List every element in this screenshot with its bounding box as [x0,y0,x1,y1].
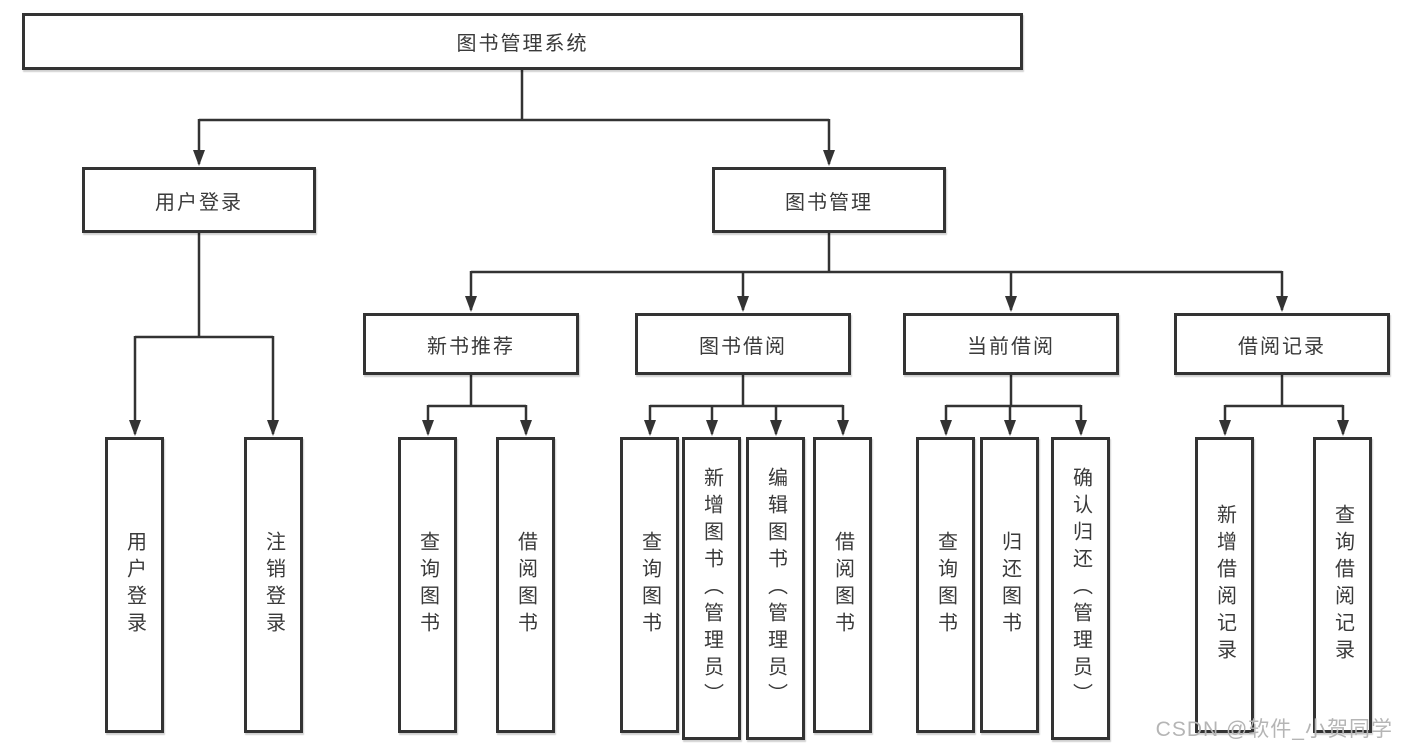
node-book-management: 图书管理 [712,167,946,233]
leaf-query-borrow-record: 查询借阅记录 [1313,437,1372,733]
node-label: 图书管理 [785,191,873,214]
node-label: 查询图书 [416,531,439,639]
leaf-recommend-query-books: 查询图书 [398,437,457,733]
leaf-borrow-books: 借阅图书 [813,437,872,733]
node-new-book-recommend: 新书推荐 [363,313,579,375]
tree-edges [129,70,1349,436]
node-label: 注销登录 [262,531,285,639]
node-label: 用户登录 [123,531,146,639]
leaf-logout: 注销登录 [244,437,303,733]
node-label: 确认归还（管理员） [1069,467,1092,710]
node-label: 新书推荐 [427,335,515,358]
node-label: 当前借阅 [967,335,1055,358]
node-label: 图书借阅 [699,335,787,358]
node-borrow-records: 借阅记录 [1174,313,1390,375]
node-label: 新增借阅记录 [1213,504,1236,666]
node-library-management-system: 图书管理系统 [22,13,1023,70]
csdn-watermark: CSDN @软件_小贺同学 [1155,718,1393,741]
node-book-borrow: 图书借阅 [635,313,851,375]
node-label: 借阅图书 [831,531,854,639]
leaf-edit-books-admin: 编辑图书（管理员） [746,437,805,740]
node-label: 查询图书 [934,531,957,639]
node-label: 查询借阅记录 [1331,504,1354,666]
node-label: 查询图书 [638,531,661,639]
node-label: 图书管理系统 [456,33,589,55]
leaf-return-books: 归还图书 [980,437,1039,733]
leaf-user-login: 用户登录 [105,437,164,733]
leaf-add-borrow-record: 新增借阅记录 [1195,437,1254,733]
leaf-confirm-return-admin: 确认归还（管理员） [1051,437,1110,740]
node-label: 编辑图书（管理员） [764,467,787,710]
node-label: 用户登录 [155,191,243,214]
node-label: 新增图书（管理员） [700,467,723,710]
leaf-add-books-admin: 新增图书（管理员） [682,437,741,740]
node-label: 归还图书 [998,531,1021,639]
node-current-borrow: 当前借阅 [903,313,1119,375]
node-label: 借阅记录 [1238,335,1326,358]
leaf-current-query-books: 查询图书 [916,437,975,733]
node-user-login: 用户登录 [82,167,316,233]
leaf-recommend-borrow-books: 借阅图书 [496,437,555,733]
node-label: 借阅图书 [514,531,537,639]
leaf-borrow-query-books: 查询图书 [620,437,679,733]
